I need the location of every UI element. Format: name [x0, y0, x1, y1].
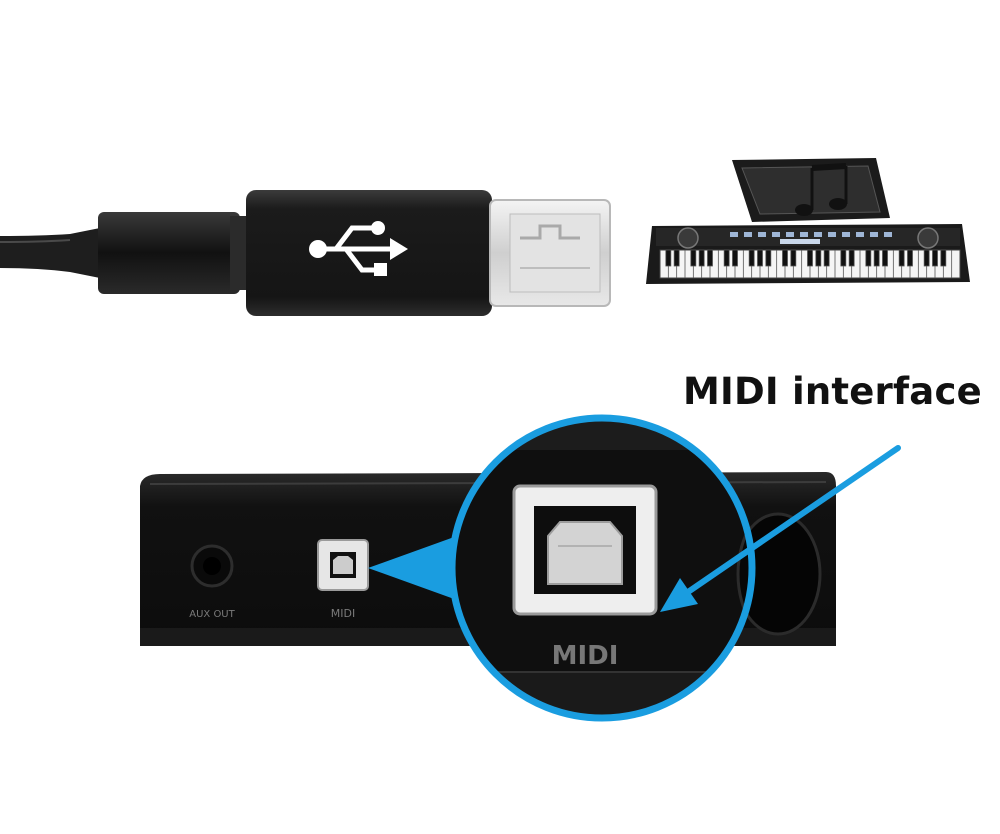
- black-key: [840, 249, 847, 267]
- black-key: [865, 249, 872, 267]
- black-key: [723, 249, 730, 267]
- black-key: [940, 249, 947, 267]
- usb-b-plug: [489, 199, 611, 307]
- black-key: [698, 249, 705, 267]
- callout-arrow: [660, 445, 901, 612]
- black-key: [882, 249, 888, 267]
- black-key: [932, 249, 938, 267]
- midi-zoom-label: MIDI: [552, 641, 619, 671]
- black-key: [923, 249, 930, 267]
- aux-out-label: AUX OUT: [189, 609, 235, 620]
- electronic-keyboard-icon: [646, 158, 970, 284]
- midi-port-small: [317, 539, 369, 591]
- black-key: [757, 249, 763, 267]
- black-key: [732, 249, 738, 267]
- black-key: [665, 249, 672, 267]
- black-key: [790, 249, 797, 267]
- aux-out-jack: [190, 544, 234, 588]
- black-key: [673, 249, 680, 267]
- black-key: [748, 249, 755, 267]
- black-key: [815, 249, 822, 267]
- midi-interface-callout: MIDI interface: [683, 370, 982, 413]
- black-key: [765, 249, 772, 267]
- black-key: [782, 249, 788, 267]
- black-key: [823, 249, 830, 267]
- black-key: [873, 249, 880, 267]
- midi-port-small-label: MIDI: [331, 607, 355, 620]
- black-key: [707, 249, 713, 267]
- usb-cable: [0, 212, 252, 294]
- black-key: [690, 249, 697, 267]
- black-key: [898, 249, 905, 267]
- usb-adapter: [246, 190, 492, 316]
- usb-trident-icon: [309, 221, 408, 276]
- zoom-connector: [368, 532, 468, 604]
- black-key: [848, 249, 855, 267]
- black-key: [907, 249, 913, 267]
- black-key: [807, 249, 813, 267]
- midi-zoom-circle: MIDI: [448, 414, 756, 722]
